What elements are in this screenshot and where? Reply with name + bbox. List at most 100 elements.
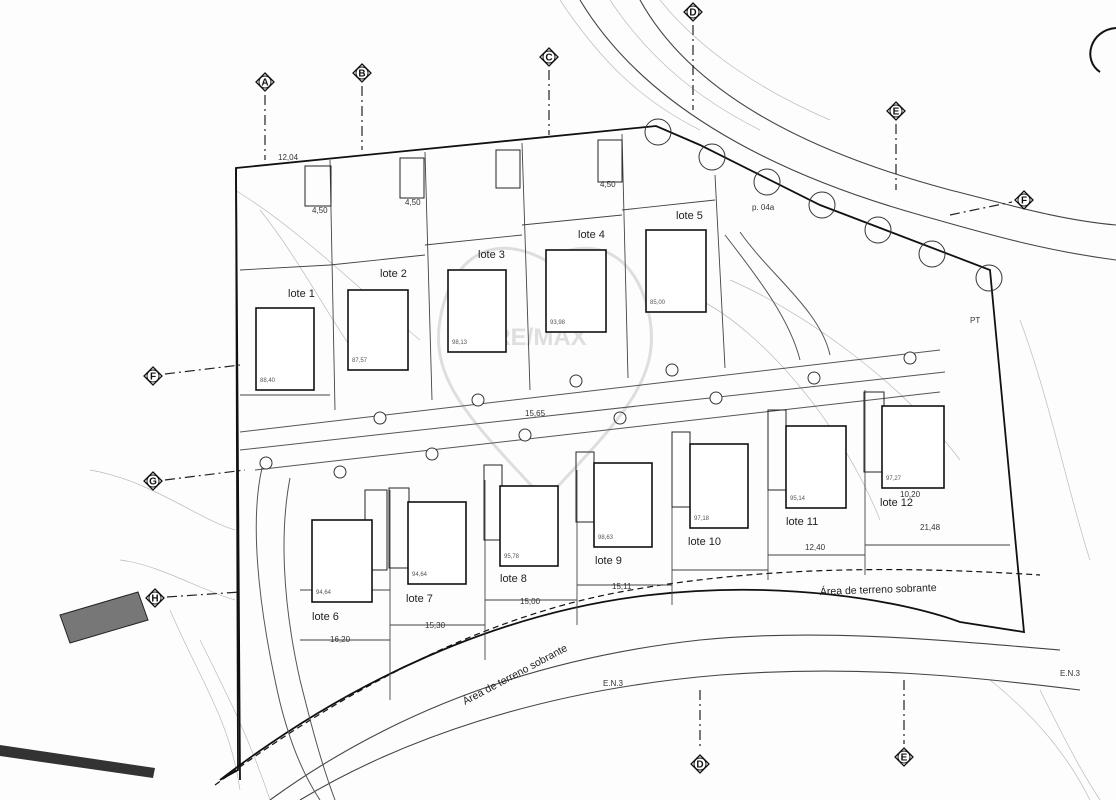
internal-road xyxy=(239,231,946,800)
axis-marker: D xyxy=(683,2,703,110)
lot-label: lote 10 xyxy=(688,536,721,548)
axis-marker: E xyxy=(894,680,914,767)
axis-label: A xyxy=(261,78,268,89)
lot-label: lote 6 xyxy=(312,611,339,623)
axis-marker: E xyxy=(886,101,906,190)
lot: 85,00 lote 5 xyxy=(645,210,707,313)
axis-marker: A xyxy=(255,72,275,160)
lot-area-label: 85,00 xyxy=(650,300,666,306)
property-boundary xyxy=(219,125,1026,781)
dim-label: 4,50 xyxy=(405,198,421,207)
lot-area-label: 94,64 xyxy=(316,590,332,596)
dim-label: 21,48 xyxy=(920,523,941,532)
lot-area-label: 97,27 xyxy=(886,476,902,482)
axis-marker: H xyxy=(145,588,241,608)
lot: 98,13 lote 3 xyxy=(447,249,507,353)
lot: 88,40 lote 1 xyxy=(255,288,315,391)
house-footprint xyxy=(311,519,373,603)
lots-layer: 88,40 lote 1 87,57 lote 2 98,13 lote 3 93,98 lo… xyxy=(255,210,945,623)
dim-label: 12,04 xyxy=(278,153,299,162)
dim-label: 15,00 xyxy=(520,597,541,606)
terrain-contours xyxy=(89,0,1101,800)
neighbour-buildings xyxy=(0,591,155,778)
lot-area-label: 93,98 xyxy=(550,320,566,326)
dim-label: 12,40 xyxy=(805,543,826,552)
lot-area-label: 87,57 xyxy=(352,358,368,364)
dim-label: 15,30 xyxy=(425,621,446,630)
lot-label: lote 1 xyxy=(288,288,315,300)
house-footprint xyxy=(689,443,749,529)
axis-marker: F xyxy=(949,190,1034,216)
lot-label: lote 4 xyxy=(578,229,605,241)
lot-label: lote 12 xyxy=(880,497,913,509)
house-footprint xyxy=(593,462,653,548)
lot: 97,27 lote 12 xyxy=(880,405,945,509)
axis-label: D xyxy=(689,8,696,19)
dim-label: 10,20 xyxy=(900,490,921,499)
lot-label: lote 9 xyxy=(595,555,622,567)
house-footprint xyxy=(407,501,467,585)
lot-label: lote 2 xyxy=(380,268,407,280)
surplus-land-label: Área de terreno sobrante xyxy=(820,581,937,598)
axis-marker: F xyxy=(143,364,241,386)
dim-label: 16,20 xyxy=(330,635,351,644)
lot-area-label: 98,13 xyxy=(452,340,468,346)
trees xyxy=(644,118,1003,292)
pole-label: p. 04a xyxy=(752,203,775,212)
axis-marker: C xyxy=(539,47,559,135)
lot: 93,98 lote 4 xyxy=(545,229,607,333)
surplus-land-boundary xyxy=(214,568,1041,786)
axis-marker: D xyxy=(690,690,710,774)
north-arrow-icon xyxy=(1089,27,1116,73)
surplus-land-label-2: Área de terreno sobrante xyxy=(460,641,569,707)
axis-marker: G xyxy=(143,469,246,491)
lot: 97,18 lote 10 xyxy=(688,443,749,548)
road-label-2: E.N.3 xyxy=(1060,669,1081,678)
lot: 95,78 lote 8 xyxy=(499,485,559,585)
house-footprint xyxy=(545,249,607,333)
lot-area-label: 97,18 xyxy=(694,516,710,522)
lot-label: lote 11 xyxy=(786,516,818,528)
lot: 98,63 lote 9 xyxy=(593,462,653,567)
lot: 94,64 lote 6 xyxy=(311,519,373,623)
axes-layer: A B C D D E E F F G H xyxy=(143,2,1034,774)
axis-label: G xyxy=(149,477,157,488)
lot-label: lote 3 xyxy=(478,249,505,261)
axis-marker: B xyxy=(352,63,372,150)
dim-label: 4,50 xyxy=(600,180,616,189)
house-footprint xyxy=(499,485,559,567)
axis-label: D xyxy=(696,760,703,771)
lot: 95,14 lote 11 xyxy=(785,425,847,528)
house-footprint xyxy=(785,425,847,509)
pt-label: PT xyxy=(970,316,980,325)
house-footprint xyxy=(255,307,315,391)
lot-area-label: 95,14 xyxy=(790,496,806,502)
street-lights xyxy=(259,351,917,479)
lot-area-label: 98,63 xyxy=(598,535,614,541)
lot: 87,57 lote 2 xyxy=(347,268,409,371)
axis-label: H xyxy=(151,594,158,605)
lot: 94,64 lote 7 xyxy=(406,501,467,605)
lot-label: lote 7 xyxy=(406,593,433,605)
dim-label: 15,11 xyxy=(612,582,632,591)
house-footprint xyxy=(347,289,409,371)
lot-area-label: 88,40 xyxy=(260,378,276,384)
lot-label: lote 8 xyxy=(500,573,527,585)
lot-label: lote 5 xyxy=(676,210,703,222)
house-footprint xyxy=(881,405,945,489)
dimension-labels: 4,50 4,50 4,50 12,04 16,20 15,30 15,00 1… xyxy=(278,153,941,644)
house-footprint xyxy=(645,229,707,313)
dim-label: 15,65 xyxy=(525,409,546,418)
axis-label: C xyxy=(545,53,552,64)
lot-area-label: 95,78 xyxy=(504,554,520,560)
axis-label: F xyxy=(1021,196,1027,207)
lot-area-label: 94,64 xyxy=(412,572,428,578)
axis-label: F xyxy=(150,372,156,383)
axis-label: B xyxy=(358,69,365,80)
road-label: E.N.3 xyxy=(603,679,624,688)
axis-label: E xyxy=(893,107,900,118)
axis-label: E xyxy=(901,753,908,764)
dim-label: 4,50 xyxy=(312,206,328,215)
